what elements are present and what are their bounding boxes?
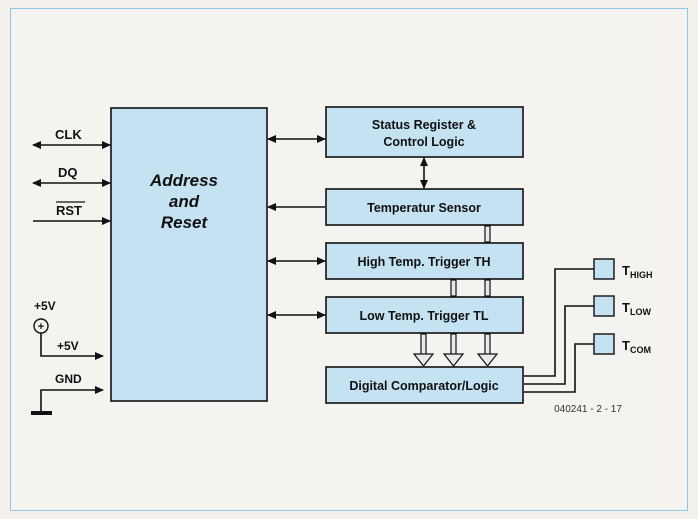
gnd-line	[40, 386, 104, 412]
tcom-pin-box	[593, 333, 615, 355]
status-register-line-2: Control Logic	[383, 135, 464, 149]
temperature-sensor-block	[325, 188, 524, 226]
tlow-pin-box	[593, 295, 615, 317]
plus5v-line-label: +5V	[57, 339, 79, 353]
figure-code: 040241 - 2 - 17	[554, 404, 622, 415]
high-trigger-block	[325, 242, 524, 280]
comparator-feed-paths	[412, 225, 499, 367]
plus5v-line	[40, 333, 104, 360]
comparator-label: Digital Comparator/Logic	[349, 379, 498, 393]
address-reset-line-3: Reset	[161, 213, 209, 232]
thigh-label: THIGH	[622, 263, 652, 280]
tlow-wire	[524, 305, 594, 385]
tcom-label: TCOM	[622, 338, 651, 355]
address-reset-line-2: and	[169, 192, 200, 211]
rst-pin-label: RST	[56, 203, 82, 218]
comparator-block	[325, 366, 524, 404]
voltage-source-plus: +	[38, 321, 44, 333]
gnd-label: GND	[55, 372, 82, 386]
temperature-sensor-label: Temperatur Sensor	[367, 201, 481, 215]
plus5v-source-label: +5V	[34, 299, 56, 313]
thigh-wire	[524, 268, 594, 377]
address-reset-line-1: Address	[149, 171, 218, 190]
low-trigger-label: Low Temp. Trigger TL	[360, 309, 489, 323]
clk-pin-label: CLK	[55, 127, 82, 142]
low-trigger-block	[325, 296, 524, 334]
thigh-pin-box	[593, 258, 615, 280]
dq-pin-label: DQ	[58, 165, 78, 180]
tlow-label: TLOW	[622, 300, 651, 317]
status-register-block	[325, 106, 524, 158]
high-trigger-label: High Temp. Trigger TH	[357, 255, 490, 269]
status-register-line-1: Status Register &	[372, 118, 476, 132]
address-reset-block	[110, 107, 268, 402]
tcom-wire	[524, 343, 594, 393]
